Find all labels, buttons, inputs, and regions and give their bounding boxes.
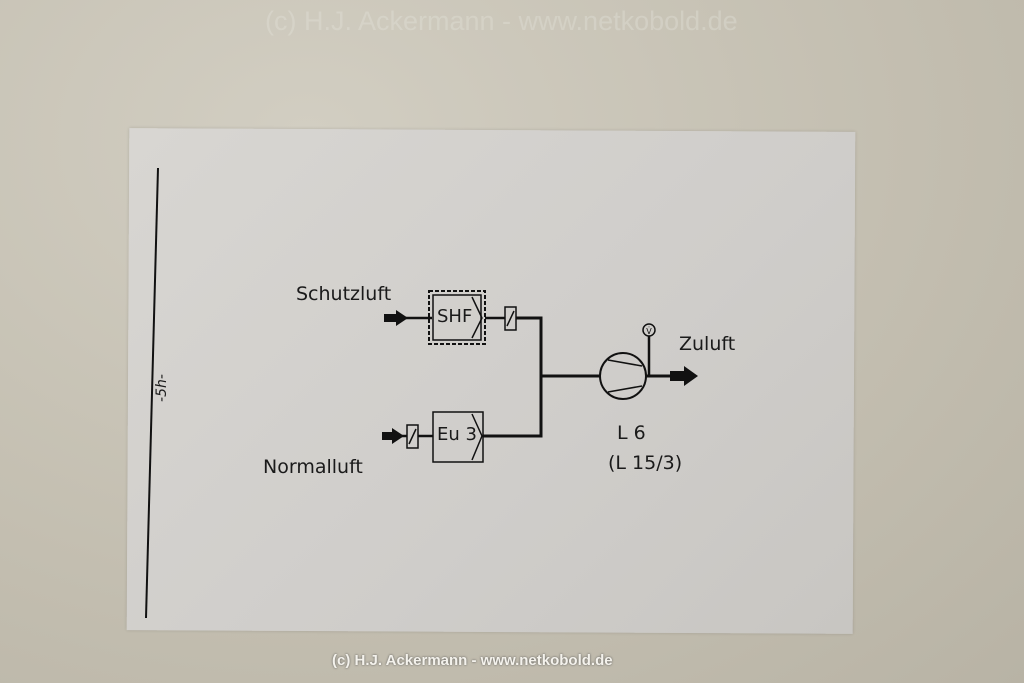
flow-symbol-label: V̇: [646, 326, 652, 336]
shf-filter-housing: [428, 290, 486, 345]
label-schutzluft: Schutzluft: [296, 283, 392, 305]
margin-handwritten-mark: -5h-: [153, 374, 170, 402]
inlet-arrow-top: [384, 310, 408, 326]
outlet-arrow: [670, 366, 698, 386]
label-unit-ref: (L 15/3): [608, 452, 683, 474]
label-eu3: Eu 3: [437, 424, 477, 445]
label-zuluft: Zuluft: [679, 333, 736, 355]
label-unit-id: L 6: [617, 422, 646, 444]
eu3-filter-box: [432, 411, 484, 463]
fan-symbol: [599, 352, 647, 400]
watermark-bottom: (c) H.J. Ackermann - www.netkobold.de: [332, 652, 613, 669]
flow-meter-symbol: [642, 323, 656, 337]
inlet-arrow-bottom: [382, 428, 404, 444]
watermark-top: (c) H.J. Ackermann - www.netkobold.de: [265, 6, 738, 36]
label-shf: SHF: [437, 306, 473, 327]
label-normalluft: Normalluft: [263, 456, 363, 478]
margin-line: [145, 167, 159, 619]
